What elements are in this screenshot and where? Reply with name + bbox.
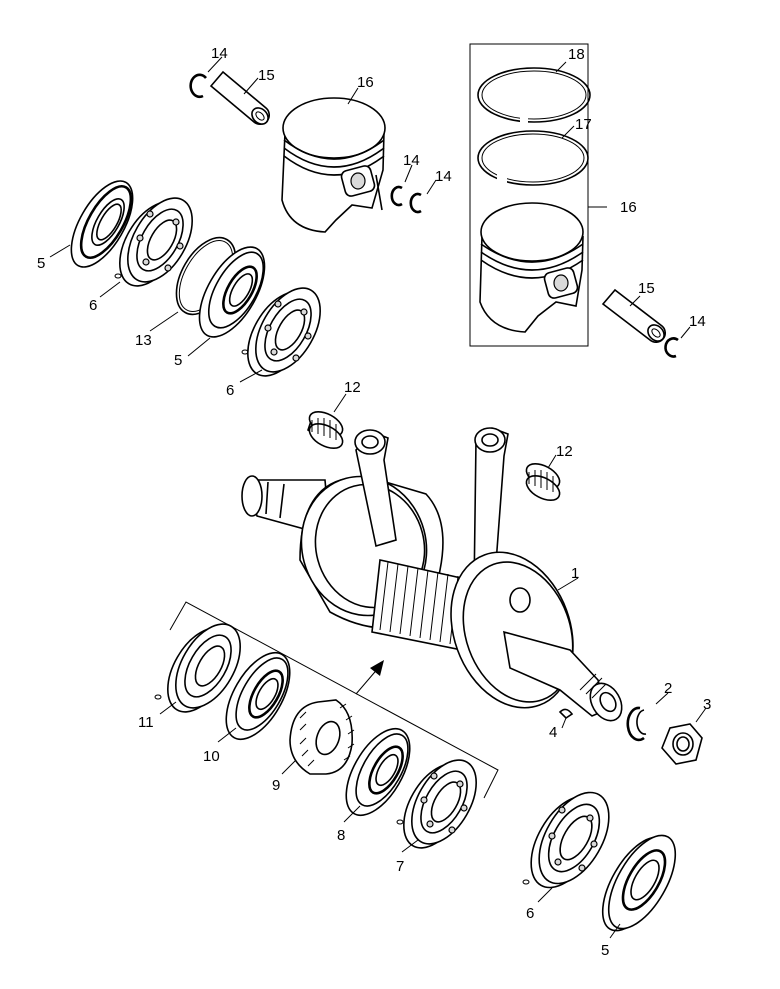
circlip-14-pair: [390, 185, 422, 214]
piston-16-right: [479, 202, 584, 333]
ball-bearing-11: [154, 623, 241, 713]
piston-pin-15-right: [601, 288, 666, 343]
callout-1: 1: [571, 565, 579, 582]
needle-bearing-12-right: [525, 462, 561, 502]
callout-9: 9: [272, 777, 280, 794]
circlip-14-left: [189, 73, 208, 99]
callout-14-top-left: 14: [211, 45, 228, 62]
circlip-14-right: [664, 337, 679, 358]
callout-8: 8: [337, 827, 345, 844]
callout-15-right: 15: [638, 280, 655, 297]
callout-12-left: 12: [344, 379, 361, 396]
crankshaft-assembly: [241, 393, 623, 722]
callout-6-top: 6: [89, 297, 97, 314]
callout-13: 13: [135, 332, 152, 349]
callout-16-left: 16: [357, 74, 374, 91]
piston-ring-18: [477, 67, 591, 124]
callout-18: 18: [568, 46, 585, 63]
oil-seal-5-middle: [198, 246, 266, 338]
callout-14-right: 14: [689, 313, 706, 330]
callout-2: 2: [664, 680, 672, 697]
bearing-stack-left: [49, 180, 321, 383]
ball-bearing-6-top: [114, 197, 193, 287]
piston-16-left: [281, 97, 386, 233]
callout-10: 10: [203, 748, 220, 765]
callout-14-mid-a: 14: [403, 152, 420, 169]
callout-5-bottom: 5: [601, 942, 609, 959]
callout-11: 11: [138, 714, 154, 731]
callout-12-right: 12: [556, 443, 573, 460]
woodruff-key-4: [558, 708, 574, 720]
washer-2: [626, 706, 647, 742]
callout-7: 7: [396, 858, 404, 875]
ball-bearing-6-bottom: [522, 791, 610, 889]
oil-seal-8: [345, 727, 411, 817]
callout-5-top: 5: [37, 255, 45, 272]
piston-group-left: [189, 56, 437, 233]
callout-16-right: 16: [620, 199, 637, 216]
lower-kit-bracket: [169, 601, 499, 799]
oil-seal-5-bottom: [601, 834, 677, 932]
callout-15-left: 15: [258, 67, 275, 84]
callout-6-middle: 6: [226, 382, 234, 399]
nut-3: [661, 723, 703, 765]
needle-bearing-12-left: [307, 410, 344, 450]
piston-pin-15-left: [209, 70, 270, 125]
oil-seal-10: [225, 651, 291, 741]
callout-4: 4: [549, 724, 557, 741]
piston-kit-box: [469, 43, 691, 358]
ball-bearing-7: [396, 759, 477, 849]
ball-bearing-6-middle: [241, 287, 321, 377]
callout-3: 3: [703, 696, 711, 713]
callout-labels: 1 2 3 4 5 5 5 6 6 6 7 8 9 10 11 12 12 13…: [37, 45, 711, 959]
drive-gear-9: [289, 699, 355, 775]
callout-5-middle: 5: [174, 352, 182, 369]
oil-seal-5-top: [70, 180, 134, 268]
callout-17: 17: [575, 116, 592, 133]
piston-ring-17: [477, 130, 589, 186]
callout-6-bottom: 6: [526, 905, 534, 922]
callout-14-mid-b: 14: [435, 168, 452, 185]
